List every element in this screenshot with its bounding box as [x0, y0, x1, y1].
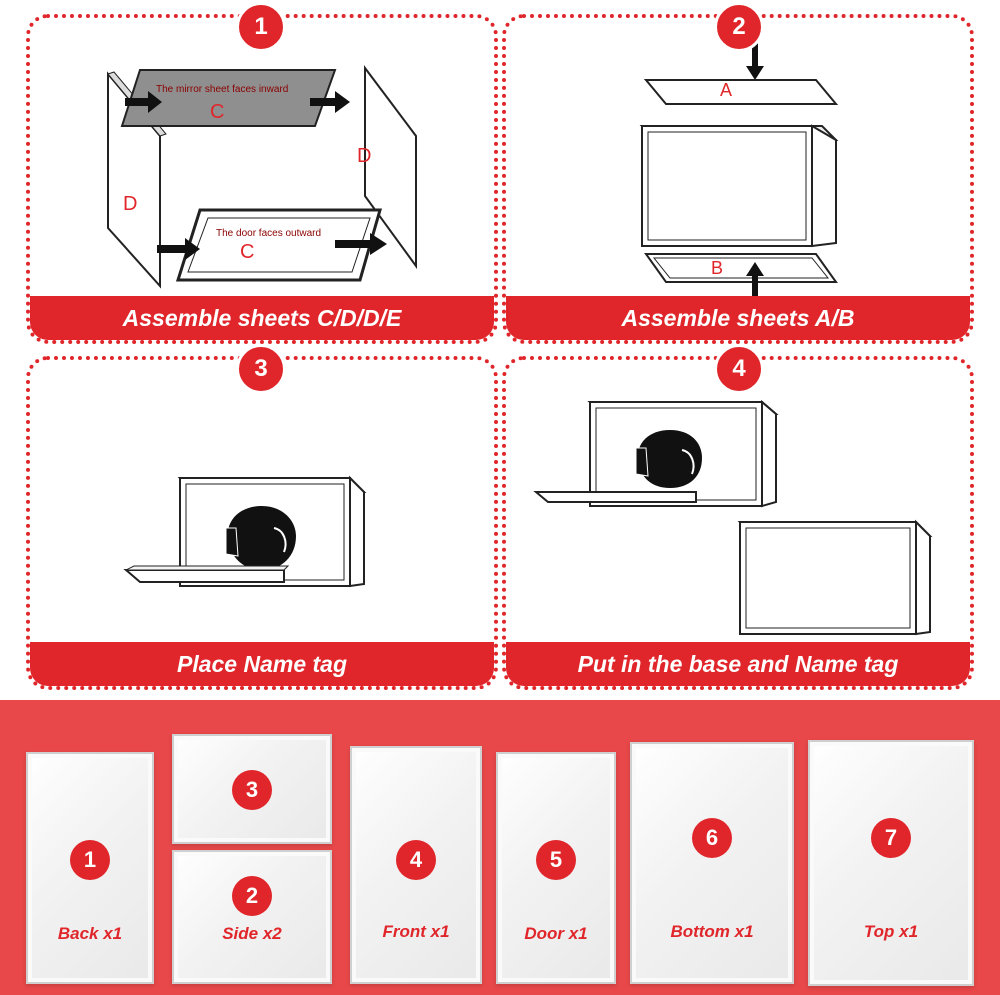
c-label-bottom: C: [240, 241, 254, 263]
part-top: 7 Top x1: [808, 740, 974, 986]
part-label: Bottom x1: [670, 922, 754, 941]
step-3-illustration: [123, 475, 367, 588]
part-label: Door x1: [524, 924, 588, 943]
arrow-icon: [125, 91, 387, 260]
step-1-panel: The mirror sheet faces inward C D D The …: [26, 14, 498, 344]
part-label: Side x2: [222, 924, 282, 943]
step-4-badge: 4: [714, 344, 764, 394]
part-side-upper: 3: [172, 734, 332, 844]
step-2-illustration: A B: [639, 38, 839, 298]
a-label: A: [720, 80, 732, 100]
step-3-panel: Place Name tag: [26, 356, 498, 690]
arrow-icon: [746, 38, 764, 298]
part-number-badge: 5: [536, 840, 576, 880]
c-label-top: C: [210, 101, 224, 123]
door-note: The door faces outward: [216, 228, 321, 239]
part-back: 1 Back x1: [26, 752, 154, 984]
part-door: 5 Door x1: [496, 752, 616, 984]
d-label-left: D: [123, 193, 137, 215]
part-bottom: 6 Bottom x1: [630, 742, 794, 984]
parts-list-section: 1 Back x1 3 2 Side x2 4 Front x1 5 Door …: [0, 700, 1000, 995]
step-4-panel: Put in the base and Name tag: [502, 356, 974, 690]
shoe-icon: [635, 430, 702, 488]
part-front: 4 Front x1: [350, 746, 482, 984]
part-number-badge: 4: [396, 840, 436, 880]
step-4-caption: Put in the base and Name tag: [506, 642, 970, 686]
part-label: Back x1: [57, 924, 123, 943]
step-2-caption: Assemble sheets A/B: [506, 296, 970, 340]
part-number-badge: 3: [232, 770, 272, 810]
step-1-illustration: The mirror sheet faces inward C D D The …: [107, 65, 417, 289]
part-label: Top x1: [863, 922, 919, 941]
d-label-right: D: [357, 145, 371, 167]
step-1-caption: Assemble sheets C/D/D/E: [30, 296, 494, 340]
step-1-badge: 1: [236, 2, 286, 52]
part-number-badge: 1: [70, 840, 110, 880]
step-2-badge: 2: [714, 2, 764, 52]
part-number-badge: 6: [692, 818, 732, 858]
step-3-badge: 3: [236, 344, 286, 394]
b-label: B: [711, 258, 723, 278]
step-3-caption: Place Name tag: [30, 642, 494, 686]
part-number-badge: 7: [871, 818, 911, 858]
shoe-icon: [225, 506, 296, 570]
step-2-panel: A B Assemble sheets A/B: [502, 14, 974, 344]
part-number-badge: 2: [232, 876, 272, 916]
mirror-note: The mirror sheet faces inward: [156, 84, 288, 95]
part-side-lower: 2 Side x2: [172, 850, 332, 984]
part-label: Front x1: [382, 922, 450, 941]
step-4-illustration: [533, 399, 933, 636]
